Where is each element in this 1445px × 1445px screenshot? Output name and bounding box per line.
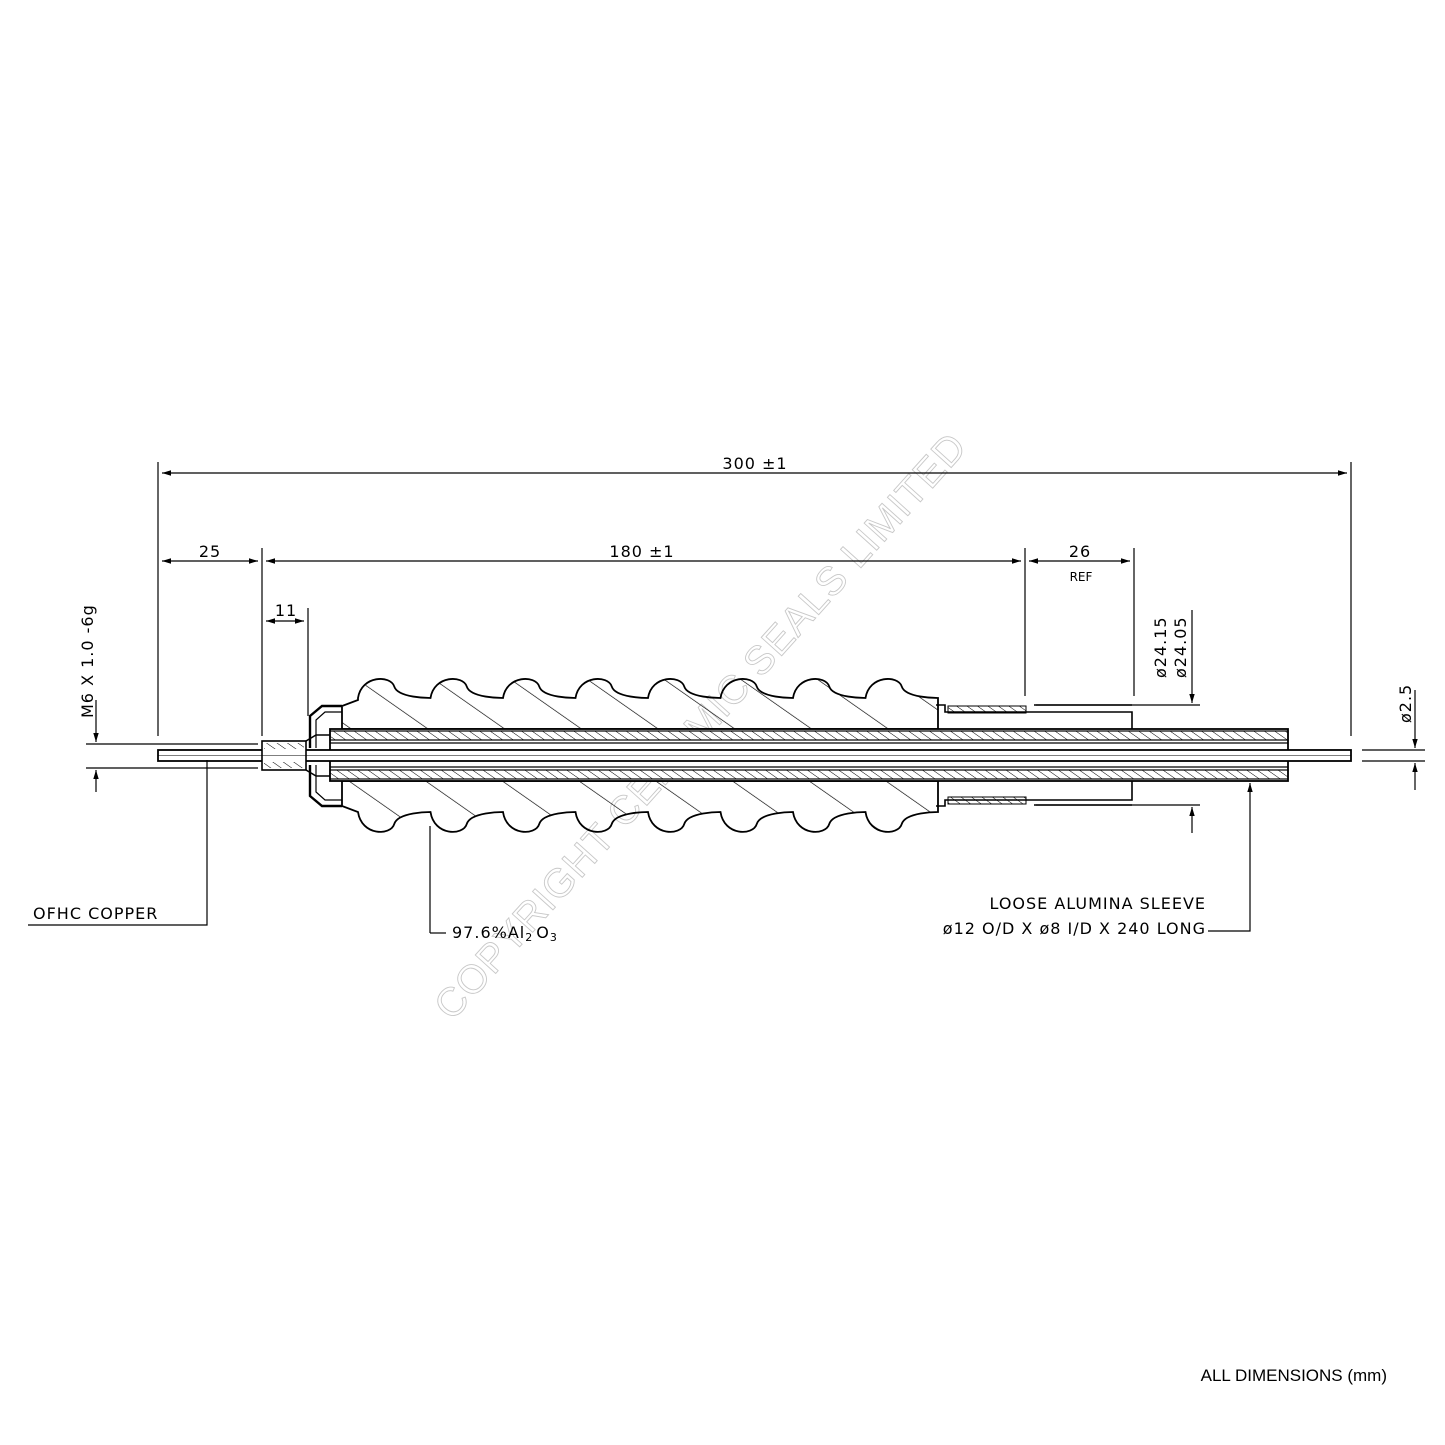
body-diameter-max-label: ø24.15 [1151,616,1170,678]
thread-hatch-upper [264,743,304,749]
alumina-sleeve-lower-wall [329,769,1289,780]
thread-spec-label: M6 X 1.0 -6g [78,604,97,718]
end-insert-upper [947,705,1027,714]
copper-callout: OFHC COPPER [33,904,158,923]
body-diameter-min-label: ø24.05 [1171,616,1190,678]
ceramic-insulator-upper [341,678,939,730]
feedthrough-part [157,678,1352,833]
leader-copper [28,760,208,926]
alumina-sleeve-upper-wall [329,730,1289,741]
stud-taper [305,734,330,777]
end-length-ref-label: REF [1070,570,1093,584]
thread-length-label: 25 [199,542,221,561]
units-note: ALL DIMENSIONS (mm) [1201,1366,1387,1385]
end-length-label: 26 [1069,542,1091,561]
end-shoulder-upper [936,704,1133,730]
end-shoulder-lower [936,778,1133,807]
dimension-labels: 300 ±1 25 180 ±1 26 REF 11 M6 X 1.0 -6g … [33,454,1415,944]
end-insert-lower [947,796,1027,805]
conductor-diameter-label: ø2.5 [1396,684,1415,723]
flange-cap-upper [308,704,342,748]
dimension-lines [28,462,1425,934]
thread-hatch-lower [264,762,304,768]
flange-cap-upper-inner [315,711,342,748]
overall-length-label: 300 ±1 [722,454,787,473]
flange-cap-lower [308,765,342,808]
body-length-label: 180 ±1 [609,542,674,561]
leader-sleeve [1208,783,1253,932]
flange-cap-lower-inner [315,765,342,801]
sleeve-callout-line1: LOOSE ALUMINA SLEEVE [989,894,1206,913]
sleeve-callout-line2: ø12 O/D X ø8 I/D X 240 LONG [943,919,1206,938]
flange-length-label: 11 [275,601,297,620]
ceramic-insulator-lower [341,780,939,833]
